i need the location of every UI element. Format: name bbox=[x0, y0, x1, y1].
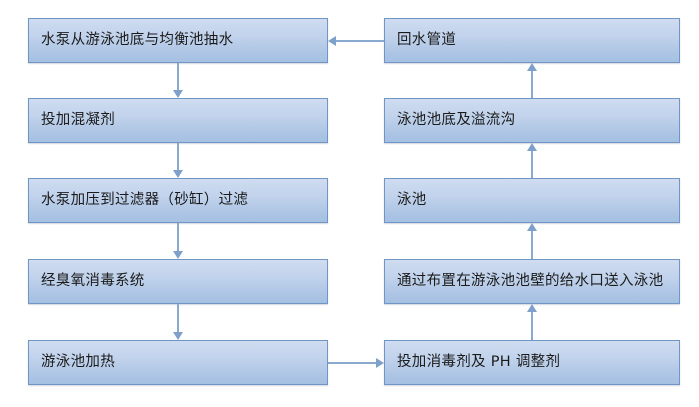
node-pool-heating[interactable]: 游泳池加热 bbox=[28, 340, 328, 385]
arrowhead-up-icon bbox=[527, 63, 537, 71]
node-pump-from-pool-bottom[interactable]: 水泵从游泳池底与均衡池抽水 bbox=[28, 18, 328, 63]
arrow-shaft bbox=[177, 63, 179, 91]
node-label: 经臭氧消毒系统 bbox=[41, 273, 145, 290]
arrow-n8-to-n7 bbox=[522, 143, 542, 178]
node-label: 游泳池加热 bbox=[41, 354, 115, 371]
arrow-shaft bbox=[177, 143, 179, 171]
arrow-shaft bbox=[531, 311, 533, 340]
arrowhead-right-icon bbox=[376, 358, 384, 368]
arrow-shaft bbox=[531, 70, 533, 98]
node-label: 泳池 bbox=[397, 192, 427, 209]
node-add-disinfectant-ph-adjuster[interactable]: 投加消毒剂及 PH 调整剂 bbox=[384, 340, 680, 385]
node-label: 投加消毒剂及 PH 调整剂 bbox=[397, 354, 561, 371]
arrow-n9-to-n8 bbox=[522, 223, 542, 259]
arrow-shaft bbox=[177, 304, 179, 333]
node-add-coagulant[interactable]: 投加混凝剂 bbox=[28, 98, 328, 143]
arrow-n4-to-n5 bbox=[168, 304, 188, 340]
node-label: 通过布置在游泳池池壁的给水口送入泳池 bbox=[397, 273, 664, 290]
arrow-n3-to-n4 bbox=[168, 223, 188, 259]
node-inlet-through-pool-wall[interactable]: 通过布置在游泳池池壁的给水口送入泳池 bbox=[384, 259, 680, 304]
node-return-pipeline[interactable]: 回水管道 bbox=[384, 18, 680, 63]
arrow-n5-to-n10 bbox=[328, 353, 384, 373]
node-pool-bottom-and-overflow-gutter[interactable]: 泳池池底及溢流沟 bbox=[384, 98, 680, 143]
arrow-n2-to-n3 bbox=[168, 143, 188, 178]
node-label: 投加混凝剂 bbox=[41, 112, 115, 129]
node-label: 水泵从游泳池底与均衡池抽水 bbox=[41, 32, 234, 49]
arrow-shaft bbox=[177, 223, 179, 252]
node-label: 水泵加压到过滤器（砂缸）过滤 bbox=[41, 192, 249, 209]
arrow-shaft bbox=[335, 40, 384, 42]
arrowhead-up-icon bbox=[527, 304, 537, 312]
arrow-shaft bbox=[328, 362, 377, 364]
node-ozone-disinfection[interactable]: 经臭氧消毒系统 bbox=[28, 259, 328, 304]
arrowhead-left-icon bbox=[328, 36, 336, 46]
arrow-shaft bbox=[531, 150, 533, 178]
node-label: 泳池池底及溢流沟 bbox=[397, 112, 516, 129]
arrow-shaft bbox=[531, 230, 533, 259]
node-label: 回水管道 bbox=[397, 32, 457, 49]
node-swimming-pool[interactable]: 泳池 bbox=[384, 178, 680, 223]
arrow-n7-to-n6 bbox=[522, 63, 542, 98]
arrowhead-down-icon bbox=[173, 170, 183, 178]
arrowhead-up-icon bbox=[527, 223, 537, 231]
arrow-n6-to-n1 bbox=[328, 31, 384, 51]
arrow-n10-to-n9 bbox=[522, 304, 542, 340]
arrowhead-up-icon bbox=[527, 143, 537, 151]
arrowhead-down-icon bbox=[173, 332, 183, 340]
arrowhead-down-icon bbox=[173, 90, 183, 98]
node-pressurize-to-filter[interactable]: 水泵加压到过滤器（砂缸）过滤 bbox=[28, 178, 328, 223]
arrow-n1-to-n2 bbox=[168, 63, 188, 98]
arrowhead-down-icon bbox=[173, 251, 183, 259]
